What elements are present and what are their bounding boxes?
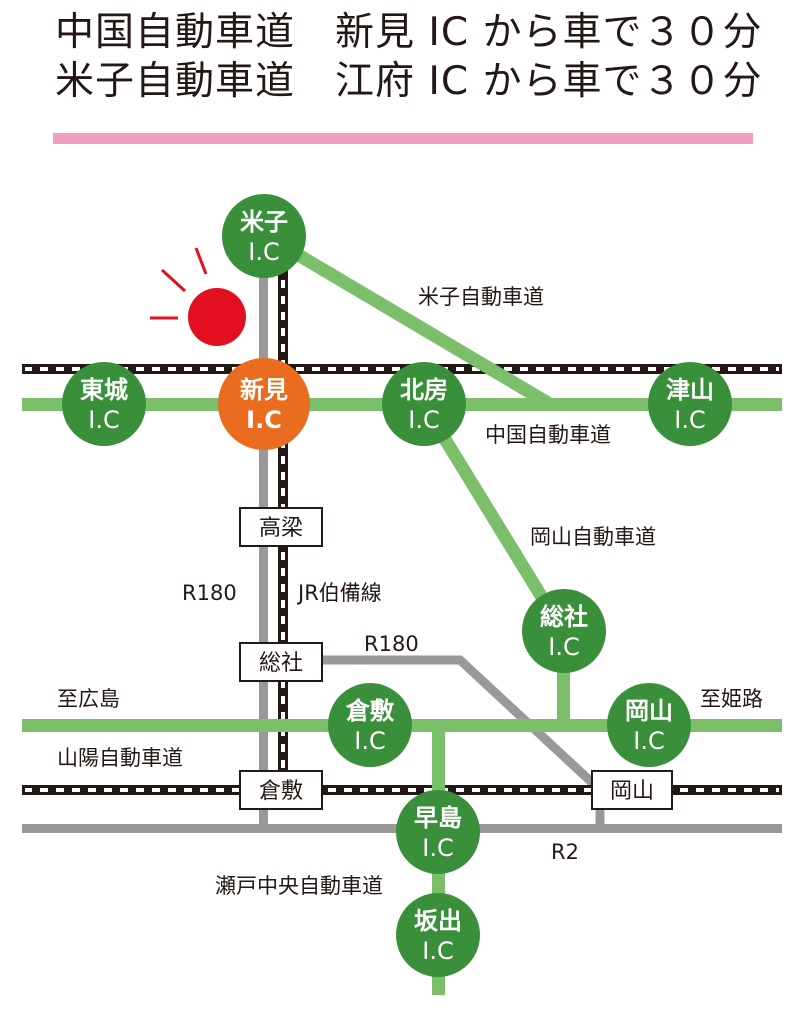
location-marker	[150, 247, 246, 346]
location-dot	[188, 288, 246, 346]
svg-text:岡山: 岡山	[625, 697, 673, 725]
svg-text:総社: 総社	[540, 603, 588, 631]
marker-ray	[160, 268, 187, 293]
label-yonago-expressway: 米子自動車道	[418, 285, 544, 309]
svg-text:坂出: 坂出	[414, 907, 462, 935]
label-r180-west: R180	[182, 581, 237, 605]
label-to-himeji: 至姫路	[700, 687, 763, 711]
ic-niimi-current: 新見 I.C	[218, 358, 310, 450]
ic-kurashiki: 倉敷 I.C	[328, 683, 412, 767]
svg-text:高梁: 高梁	[259, 516, 303, 541]
yonago-expressway	[264, 231, 552, 409]
ic-sakaide: 坂出 I.C	[396, 893, 480, 977]
svg-text:倉敷: 倉敷	[345, 697, 395, 725]
svg-text:津山: 津山	[666, 376, 714, 404]
label-okayama-expressway: 岡山自動車道	[530, 525, 656, 549]
header-divider	[53, 133, 753, 144]
label-to-hiroshima: 至広島	[57, 687, 120, 711]
ic-hokubo: 北房 I.C	[382, 362, 466, 446]
svg-text:I.C: I.C	[674, 406, 705, 434]
svg-text:新見: 新見	[240, 376, 288, 404]
railway-south	[22, 785, 782, 795]
ic-soja: 総社 I.C	[522, 589, 606, 673]
svg-text:I.C: I.C	[633, 727, 664, 755]
svg-text:I.C: I.C	[354, 727, 385, 755]
svg-text:東城: 東城	[80, 376, 128, 404]
svg-text:北房: 北房	[400, 376, 448, 404]
svg-text:I.C: I.C	[248, 238, 279, 266]
svg-text:I.C: I.C	[246, 406, 282, 434]
label-r180-east: R180	[364, 632, 419, 656]
svg-text:倉敷: 倉敷	[259, 779, 303, 804]
svg-text:総社: 総社	[259, 651, 303, 676]
station-takahashi: 高梁	[239, 507, 323, 547]
svg-text:早島: 早島	[414, 804, 462, 832]
svg-text:米子: 米子	[240, 208, 288, 236]
svg-text:I.C: I.C	[422, 834, 453, 862]
svg-text:I.C: I.C	[88, 406, 119, 434]
svg-text:I.C: I.C	[422, 937, 453, 965]
ic-tojo: 東城 I.C	[62, 362, 146, 446]
label-seto-chuo-expressway: 瀬戸中央自動車道	[215, 874, 383, 898]
ic-hayashima: 早島 I.C	[396, 790, 480, 874]
label-sanyo-expressway: 山陽自動車道	[57, 746, 183, 770]
ic-yonago: 米子 I.C	[222, 194, 306, 278]
svg-text:I.C: I.C	[408, 406, 439, 434]
access-line-niimi: 中国自動車道 新見 IC から車で３０分	[55, 10, 763, 55]
label-jr-hakubi-line: JR伯備線	[296, 581, 382, 605]
marker-ray	[194, 247, 208, 275]
label-chugoku-expressway: 中国自動車道	[485, 423, 611, 447]
svg-text:I.C: I.C	[548, 633, 579, 661]
okayama-expressway	[418, 401, 568, 634]
access-info: 中国自動車道 新見 IC から車で３０分 米子自動車道 江府 IC から車で３０…	[55, 8, 763, 106]
station-kurashiki: 倉敷	[239, 770, 323, 810]
station-okayama: 岡山	[591, 770, 673, 810]
station-soja: 総社	[239, 642, 323, 682]
access-line-kofu: 米子自動車道 江府 IC から車で３０分	[55, 59, 763, 104]
ic-okayama: 岡山 I.C	[607, 683, 691, 767]
label-r2: R2	[551, 840, 579, 864]
ic-tsuyama: 津山 I.C	[648, 362, 732, 446]
svg-text:岡山: 岡山	[610, 779, 654, 804]
